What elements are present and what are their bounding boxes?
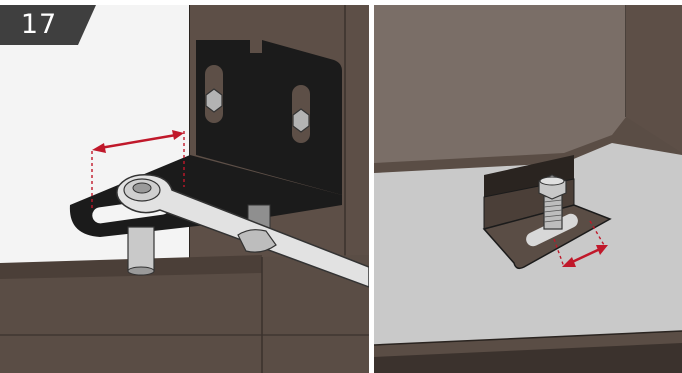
bolt-shaft [128,227,154,271]
bolt-head-top [540,177,564,185]
nut-top [133,183,151,193]
right-illustration-panel [374,5,682,373]
step-badge: 17 [0,5,96,45]
right-illustration [374,5,682,373]
step-number: 17 [0,5,78,45]
left-illustration-panel [0,5,369,373]
left-illustration [0,5,369,373]
bolt-end [128,267,154,275]
cabinet-front-face [374,5,626,163]
